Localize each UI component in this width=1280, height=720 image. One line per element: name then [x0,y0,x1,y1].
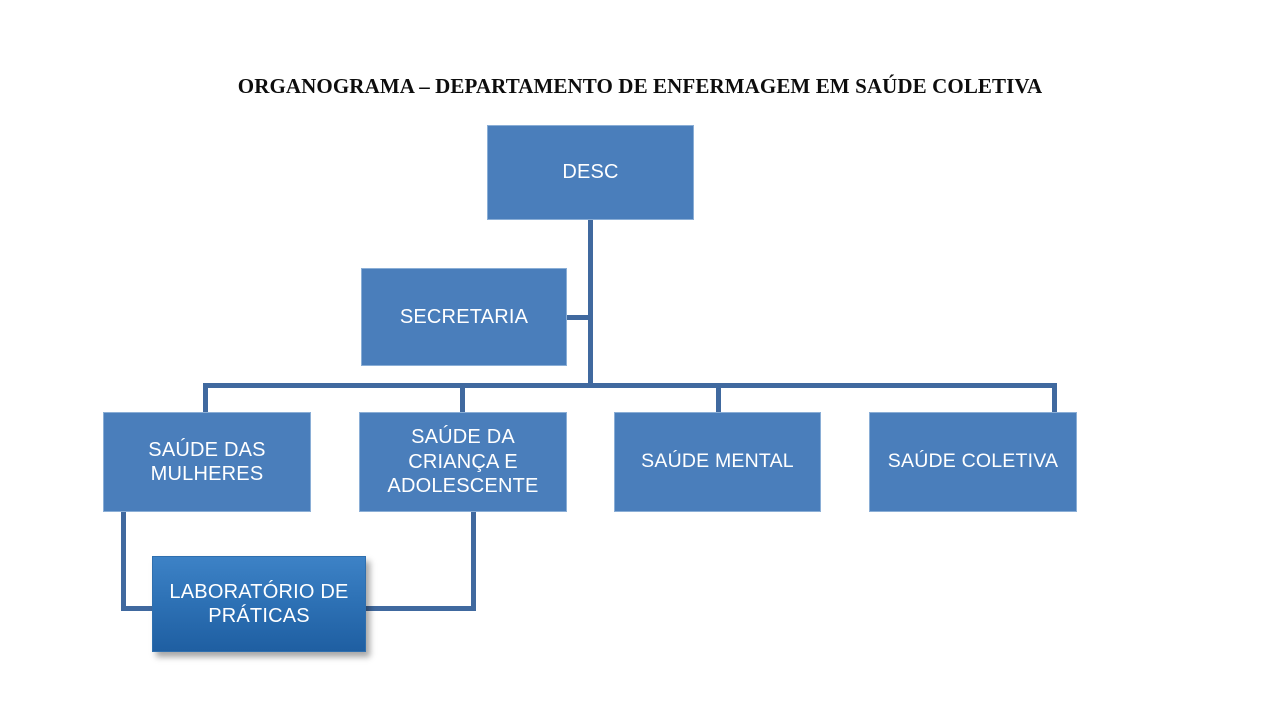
node-laboratorio-de-praticas-label: LABORATÓRIO DE PRÁTICAS [159,580,359,629]
node-crianca-label-line3: ADOLESCENTE [387,475,539,498]
node-saude-coletiva-label: SAÚDE COLETIVA [887,450,1059,473]
node-secretaria-label: SECRETARIA [399,305,529,328]
node-saude-das-mulheres-label-line1: SAÚDE DAS [148,438,266,461]
node-saude-da-crianca-e-adolescente-label: SAÚDE DA CRIANÇA E ADOLESCENTE [366,425,560,498]
node-saude-mental-label: SAÚDE MENTAL [641,450,794,473]
connector-lab-join-right [340,606,476,611]
chart-title: ORGANOGRAMA – DEPARTAMENTO DE ENFERMAGEM… [237,74,1043,98]
node-laboratorio-de-praticas[interactable]: LABORATÓRIO DE PRÁTICAS [152,556,366,652]
connector-desc-trunk [588,219,593,388]
node-saude-das-mulheres-label-line2: MULHERES [150,463,264,485]
node-laboratorio-label-line2: PRÁTICAS [208,605,310,627]
connector-drop-mulheres [203,383,208,413]
node-crianca-label-line2: CRIANÇA E [408,450,518,473]
connector-distribution-bar [203,383,1057,388]
node-saude-das-mulheres[interactable]: SAÚDE DAS MULHERES [103,412,311,512]
node-desc-label: DESC [562,161,619,184]
connector-drop-crianca [460,383,465,413]
connector-drop-mental [716,383,721,413]
node-saude-mental[interactable]: SAÚDE MENTAL [614,412,821,512]
connector-drop-coletiva [1052,383,1057,413]
node-saude-das-mulheres-label: SAÚDE DAS MULHERES [110,438,304,487]
node-desc[interactable]: DESC [487,125,694,220]
connector-secretaria [567,315,590,320]
node-saude-da-crianca-e-adolescente[interactable]: SAÚDE DA CRIANÇA E ADOLESCENTE [359,412,567,512]
node-secretaria[interactable]: SECRETARIA [361,268,567,366]
connector-drop-crianca-lab [471,512,476,611]
connector-drop-mulheres-lab [121,512,126,611]
node-laboratorio-label-line1: LABORATÓRIO DE [169,580,349,603]
node-crianca-label-line1: SAÚDE DA [411,426,515,449]
node-saude-coletiva[interactable]: SAÚDE COLETIVA [869,412,1077,512]
